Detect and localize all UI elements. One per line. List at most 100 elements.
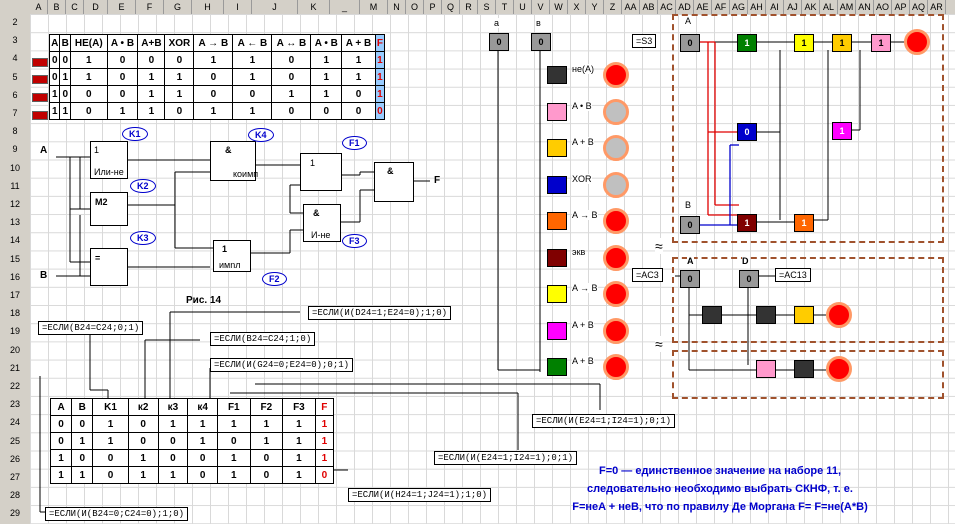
column-header-cell[interactable]: AG	[730, 0, 748, 14]
row-header-cell[interactable]: 4	[12, 53, 18, 64]
table-cell[interactable]: 0	[374, 102, 386, 120]
column-header-cell[interactable]: AE	[694, 0, 712, 14]
table-cell[interactable]: 1	[282, 432, 316, 450]
row-header-cell[interactable]: 23	[9, 399, 20, 410]
circuit2-input-a[interactable]: 0	[680, 270, 700, 288]
row-button[interactable]	[32, 111, 48, 120]
table-cell[interactable]: 1	[92, 432, 129, 450]
table-cell[interactable]: 1	[217, 466, 251, 484]
column-header-cell[interactable]: J	[252, 0, 298, 14]
row-header-cell[interactable]: 29	[9, 508, 20, 519]
table-cell[interactable]: 1	[69, 51, 108, 69]
column-header-cell[interactable]: W	[550, 0, 568, 14]
table-cell[interactable]: 1	[187, 415, 219, 433]
table-cell[interactable]: 1	[49, 466, 73, 484]
table-cell[interactable]: 0	[193, 68, 234, 86]
table-cell[interactable]: 1	[137, 102, 166, 120]
row-header-cell[interactable]: 11	[10, 180, 20, 191]
table-cell[interactable]: 1	[249, 432, 284, 450]
row-header-cell[interactable]: 19	[9, 326, 20, 337]
table-cell[interactable]: 0	[249, 466, 284, 484]
table-cell[interactable]: 0	[106, 68, 139, 86]
column-header-cell[interactable]: AB	[640, 0, 658, 14]
column-header-cell[interactable]: U	[514, 0, 532, 14]
column-header-cell[interactable]: S	[478, 0, 496, 14]
column-header-cell[interactable]: F	[136, 0, 164, 14]
row-header-cell[interactable]: 16	[9, 271, 20, 282]
column-header-cell[interactable]: P	[424, 0, 442, 14]
row-header-cell[interactable]: 21	[9, 362, 20, 373]
column-header-cell[interactable]: X	[568, 0, 586, 14]
column-header-cell[interactable]: N	[388, 0, 406, 14]
table-cell[interactable]: 0	[164, 51, 195, 69]
table-cell[interactable]: 0	[341, 102, 376, 120]
column-header-cell[interactable]: AN	[856, 0, 874, 14]
column-header-cell[interactable]: H	[192, 0, 224, 14]
table-cell[interactable]: 0	[49, 432, 73, 450]
row-header-cell[interactable]: 2	[12, 17, 18, 27]
circuit2-input-d[interactable]: 0	[739, 270, 759, 288]
column-header-cell[interactable]: R	[460, 0, 478, 14]
row-header-cell[interactable]: 12	[9, 199, 20, 209]
row-header-cell[interactable]: 6	[12, 89, 18, 100]
row-header-cell[interactable]: 24	[9, 417, 20, 428]
table-cell[interactable]: 0	[341, 85, 376, 103]
column-header-cell[interactable]: AI	[766, 0, 784, 14]
table-cell[interactable]: 0	[49, 415, 73, 433]
column-header-cell[interactable]: AJ	[784, 0, 802, 14]
table-cell[interactable]: 0	[310, 102, 343, 120]
row-header-cell[interactable]: 17	[9, 290, 20, 300]
column-header-cell[interactable]: AF	[712, 0, 730, 14]
row-button[interactable]	[32, 58, 48, 67]
switch-b[interactable]: 0	[531, 33, 551, 51]
column-header-cell[interactable]: Z	[604, 0, 622, 14]
column-header-cell[interactable]: AQ	[910, 0, 928, 14]
column-header-cell[interactable]: A	[30, 0, 48, 14]
table-cell[interactable]: 0	[92, 449, 129, 467]
row-button[interactable]	[32, 75, 48, 84]
row-button[interactable]	[32, 93, 48, 102]
column-header-cell[interactable]: AO	[874, 0, 892, 14]
table-cell[interactable]: 1	[282, 415, 316, 433]
row-header-cell[interactable]: 10	[9, 162, 20, 173]
table-cell[interactable]: 1	[157, 415, 189, 433]
row-header-cell[interactable]: 8	[12, 126, 18, 137]
column-header-cell[interactable]: AD	[676, 0, 694, 14]
table-cell[interactable]: 0	[157, 432, 189, 450]
switch-a[interactable]: 0	[489, 33, 509, 51]
row-header-cell[interactable]: 13	[9, 217, 20, 228]
table-cell[interactable]: 1	[310, 68, 343, 86]
table-cell[interactable]: 1	[282, 449, 316, 467]
table-cell[interactable]: 1	[193, 102, 234, 120]
row-header-cell[interactable]: 22	[9, 381, 20, 391]
table-cell[interactable]: 1	[314, 449, 335, 467]
table-cell[interactable]: 1	[217, 415, 251, 433]
circuit-input-b[interactable]: 0	[680, 216, 700, 234]
column-header-cell[interactable]: I	[224, 0, 252, 14]
table-cell[interactable]: 1	[127, 466, 159, 484]
column-header-cell[interactable]: G	[164, 0, 192, 14]
column-header-cell[interactable]: AP	[892, 0, 910, 14]
table-cell[interactable]: 1	[59, 102, 71, 120]
table-cell[interactable]: 1	[217, 449, 251, 467]
table-cell[interactable]: 1	[127, 449, 159, 467]
table-cell[interactable]: 0	[193, 85, 234, 103]
column-header-cell[interactable]: AC	[658, 0, 676, 14]
table-cell[interactable]: 1	[282, 466, 316, 484]
column-header-cell[interactable]: D	[84, 0, 108, 14]
table-cell[interactable]: 0	[106, 85, 139, 103]
column-header-cell[interactable]: T	[496, 0, 514, 14]
row-header-cell[interactable]: 27	[9, 472, 20, 482]
table-cell[interactable]: 1	[314, 415, 335, 433]
row-header-cell[interactable]: 14	[9, 235, 20, 246]
column-header-cell[interactable]: B	[48, 0, 66, 14]
column-header-cell[interactable]: AK	[802, 0, 820, 14]
row-header-cell[interactable]: 25	[9, 435, 20, 446]
row-header-cell[interactable]: 18	[9, 308, 20, 319]
column-header-cell[interactable]: M	[360, 0, 388, 14]
row-header-cell[interactable]: 28	[9, 490, 20, 501]
circuit-input-a[interactable]: 0	[680, 34, 700, 52]
column-header-cell[interactable]: AR	[928, 0, 946, 14]
table-cell[interactable]: 0	[187, 466, 219, 484]
column-header-cell[interactable]: O	[406, 0, 424, 14]
